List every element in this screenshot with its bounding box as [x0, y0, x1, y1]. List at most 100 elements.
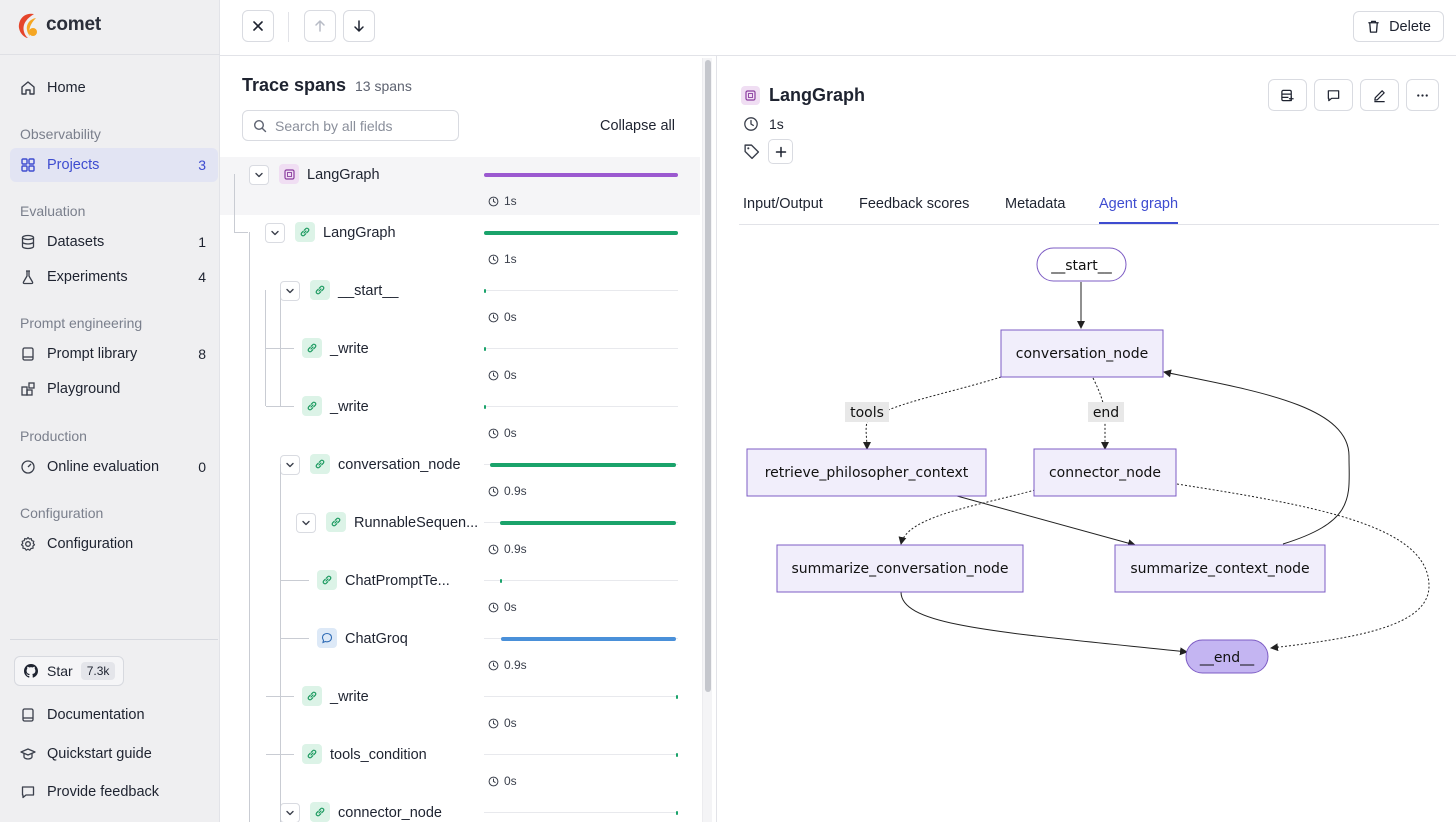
- sidebar-item-online-evaluation[interactable]: Online evaluation 0: [10, 450, 218, 484]
- clock-icon: [488, 602, 499, 612]
- tab-agent-graph[interactable]: Agent graph: [1099, 196, 1179, 224]
- edge-summarize-context-conversation: [1163, 369, 1350, 545]
- sidebar-item-label: Experiments: [47, 269, 128, 285]
- chevron-down-icon: [286, 462, 294, 468]
- graduation-cap-icon: [20, 748, 36, 760]
- sidebar-item-playground[interactable]: Playground: [10, 372, 218, 406]
- sidebar-item-configuration[interactable]: Configuration: [10, 527, 218, 561]
- edge-retrieve-summarize-context: [956, 495, 1136, 547]
- scrollbar-thumb[interactable]: [705, 60, 711, 692]
- gear-icon: [20, 536, 36, 551]
- sidebar-item-experiments[interactable]: Experiments 4: [10, 260, 218, 294]
- span-name: __start__: [338, 283, 399, 299]
- span-row[interactable]: RunnableSequen...0.9s: [220, 505, 700, 563]
- collapse-all-button[interactable]: Collapse all: [600, 118, 675, 134]
- duration-value: 0s: [504, 426, 517, 440]
- tab-feedback-scores[interactable]: Feedback scores: [859, 196, 970, 212]
- sidebar-item-feedback[interactable]: Provide feedback: [10, 775, 218, 809]
- expand-toggle[interactable]: [296, 513, 316, 533]
- sidebar: comet Home Observability Projects 3 Eval…: [0, 0, 220, 822]
- sidebar-item-datasets[interactable]: Datasets 1: [10, 225, 218, 259]
- sidebar-item-prompt-library[interactable]: Prompt library 8: [10, 337, 218, 371]
- comment-button[interactable]: [1314, 79, 1353, 111]
- span-row[interactable]: ChatPromptTe... 0s: [220, 563, 700, 621]
- divider: [0, 54, 220, 55]
- node-summarize-context[interactable]: summarize_context_node: [1114, 544, 1326, 593]
- database-icon: [21, 234, 35, 250]
- span-row[interactable]: connector_node: [220, 795, 700, 822]
- node-retrieve[interactable]: retrieve_philosopher_context: [746, 448, 987, 497]
- node-end[interactable]: __end__: [1185, 639, 1269, 674]
- span-duration: 0s: [488, 774, 517, 788]
- tree-guide: [265, 348, 266, 406]
- span-row[interactable]: __start__0s: [220, 273, 700, 331]
- tree-guide: [234, 174, 235, 232]
- timeline-track: [484, 348, 678, 349]
- span-duration: 0.9s: [488, 542, 527, 556]
- span-duration: 1s: [488, 252, 517, 266]
- node-conversation[interactable]: conversation_node: [1000, 329, 1164, 378]
- annotate-button[interactable]: [1360, 79, 1399, 111]
- duration-value: 0s: [504, 600, 517, 614]
- link-icon: [302, 338, 322, 358]
- sidebar-item-documentation[interactable]: Documentation: [10, 698, 218, 732]
- node-retrieve-label: retrieve_philosopher_context: [765, 465, 969, 481]
- sidebar-item-count: 4: [198, 269, 206, 285]
- tab-metadata[interactable]: Metadata: [1005, 196, 1066, 212]
- expand-toggle[interactable]: [249, 165, 269, 185]
- close-button[interactable]: [242, 10, 274, 42]
- tree-connector: [281, 580, 309, 581]
- clock-icon: [488, 370, 499, 380]
- detail-tabs: Input/Output Feedback scores Metadata Ag…: [739, 186, 1439, 225]
- add-to-dataset-button[interactable]: [1268, 79, 1307, 111]
- node-end-label: __end__: [1199, 650, 1255, 666]
- node-summarize-conversation[interactable]: summarize_conversation_node: [776, 544, 1024, 593]
- comet-logo[interactable]: comet: [16, 10, 101, 40]
- expand-toggle[interactable]: [280, 803, 300, 822]
- tree-guide: [249, 232, 250, 822]
- timeline-track: [484, 812, 678, 813]
- add-tag-button[interactable]: [768, 139, 793, 164]
- arrow-down-icon: [354, 20, 364, 32]
- node-start[interactable]: __start__: [1036, 247, 1127, 282]
- expand-toggle[interactable]: [280, 281, 300, 301]
- sidebar-item-projects[interactable]: Projects 3: [10, 148, 218, 182]
- edge-label-tools-bg: [845, 402, 889, 422]
- span-duration: 0.9s: [488, 484, 527, 498]
- github-star-button[interactable]: Star 7.3k: [14, 656, 125, 686]
- sidebar-item-label: Quickstart guide: [47, 746, 152, 762]
- app-name: comet: [46, 14, 101, 35]
- tree-guide: [265, 290, 266, 348]
- span-name: ChatPromptTe...: [345, 573, 450, 589]
- span-search-input[interactable]: Search by all fields: [242, 110, 459, 141]
- span-count: 13 spans: [355, 78, 412, 94]
- sidebar-item-label: Provide feedback: [47, 784, 160, 800]
- more-actions-button[interactable]: [1406, 79, 1439, 111]
- tree-connector: [266, 406, 294, 407]
- tab-input-output[interactable]: Input/Output: [743, 196, 823, 212]
- sidebar-item-home[interactable]: Home: [10, 71, 218, 105]
- expand-toggle[interactable]: [265, 223, 285, 243]
- next-button[interactable]: [343, 10, 375, 42]
- node-start-label: __start__: [1050, 258, 1113, 274]
- timeline-track: [484, 580, 678, 581]
- chevron-down-icon: [255, 172, 263, 178]
- node-connector[interactable]: connector_node: [1033, 448, 1177, 497]
- previous-button[interactable]: [304, 10, 336, 42]
- expand-toggle[interactable]: [280, 455, 300, 475]
- edge-label-end-bg: [1088, 402, 1124, 422]
- pencil-icon: [1374, 89, 1385, 102]
- delete-button[interactable]: Delete: [1353, 11, 1444, 42]
- flask-icon: [22, 270, 34, 285]
- sidebar-item-quickstart[interactable]: Quickstart guide: [10, 737, 218, 771]
- chevron-down-icon: [286, 810, 294, 816]
- duration-value: 0s: [504, 716, 517, 730]
